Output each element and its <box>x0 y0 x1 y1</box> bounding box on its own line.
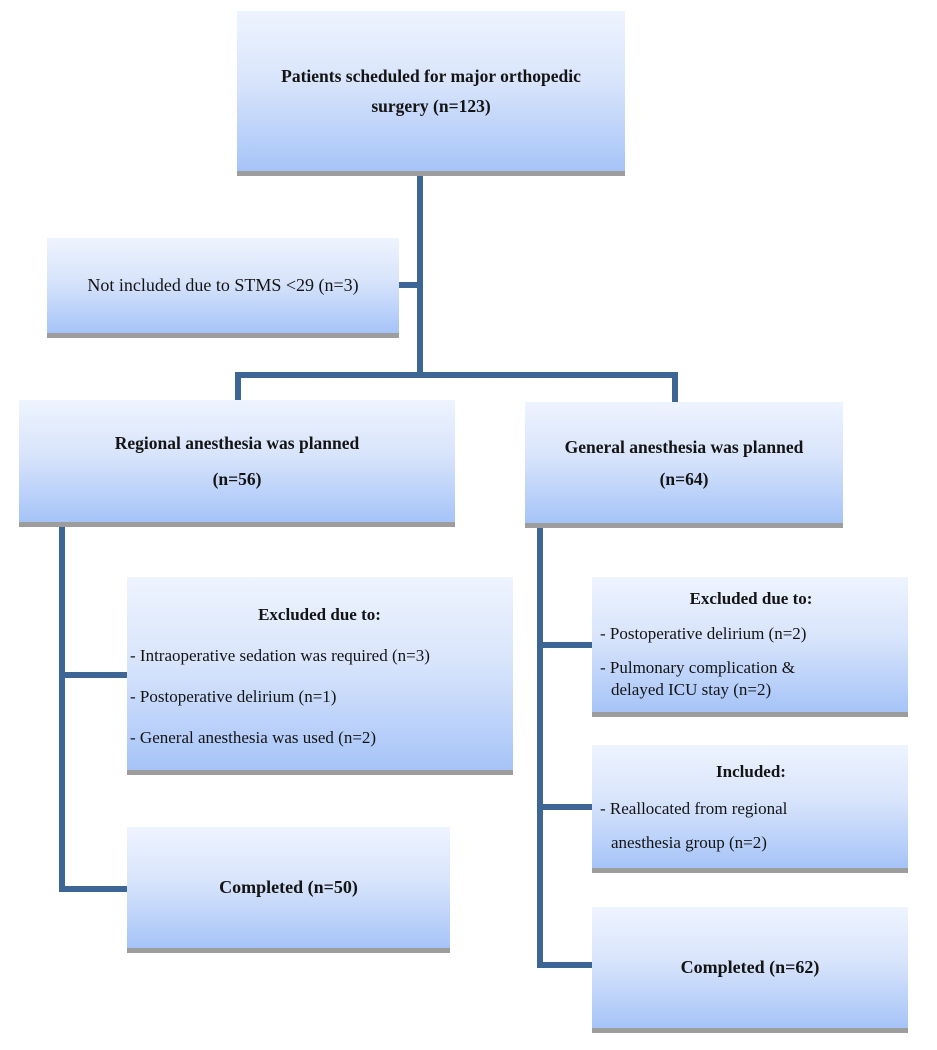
connector-branch-horizontal <box>235 372 678 378</box>
node-regional-completed: Completed (n=50) <box>127 827 450 948</box>
node-regional-excluded-item: - Postoperative delirium (n=1) <box>130 687 337 706</box>
node-general-planned: General anesthesia was planned (n=64) <box>525 402 843 523</box>
connector-branch-left-drop <box>235 372 241 402</box>
node-general-line2: (n=64) <box>659 468 709 489</box>
node-general-line1: General anesthesia was planned <box>564 436 804 457</box>
node-regional-planned: Regional anesthesia was planned (n=56) <box>19 400 455 522</box>
node-general-excluded-item: - Postoperative delirium (n=2) <box>600 624 807 643</box>
connector-regional-completed-elbow <box>59 886 127 892</box>
node-general-excluded: Excluded due to: - Postoperative deliriu… <box>592 577 908 712</box>
node-patients-line1: Patients scheduled for major orthopedic <box>281 66 581 86</box>
node-regional-excluded-title: Excluded due to: <box>258 605 381 624</box>
node-regional-excluded-item: - Intraoperative sedation was required (… <box>130 646 430 665</box>
connector-patients-trunk <box>417 170 423 378</box>
node-general-included-item: - Reallocated from regional anesthesia g… <box>600 799 788 852</box>
connector-general-excluded-stub <box>543 642 592 648</box>
connector-general-included-stub <box>543 804 592 810</box>
node-general-included: Included: - Reallocated from regional an… <box>592 745 908 868</box>
node-general-excluded-title: Excluded due to: <box>689 589 813 608</box>
connector-general-completed-elbow <box>537 962 592 968</box>
connector-regional-excluded-stub <box>65 672 127 678</box>
node-general-completed: Completed (n=62) <box>592 907 908 1028</box>
connector-not-included-stub <box>399 282 423 288</box>
node-not-included: Not included due to STMS <29 (n=3) <box>47 238 399 333</box>
node-regional-line1: Regional anesthesia was planned <box>114 433 360 453</box>
node-regional-excluded-item: - General anesthesia was used (n=2) <box>130 728 377 747</box>
connector-regional-trunk <box>59 522 65 892</box>
node-not-included-text: Not included due to STMS <29 (n=3) <box>87 275 359 295</box>
connector-general-trunk <box>537 523 543 968</box>
connector-branch-right-drop <box>672 372 678 404</box>
node-patients-line2: surgery (n=123) <box>371 96 491 116</box>
node-general-included-title: Included: <box>716 762 786 781</box>
node-regional-line2: (n=56) <box>212 469 262 489</box>
node-regional-completed-text: Completed (n=50) <box>219 877 358 897</box>
node-regional-excluded: Excluded due to: - Intraoperative sedati… <box>127 577 513 770</box>
node-general-excluded-item: - Pulmonary complication & delayed ICU s… <box>600 658 795 699</box>
node-general-completed-text: Completed (n=62) <box>680 957 820 977</box>
node-patients: Patients scheduled for major orthopedic … <box>237 11 625 171</box>
